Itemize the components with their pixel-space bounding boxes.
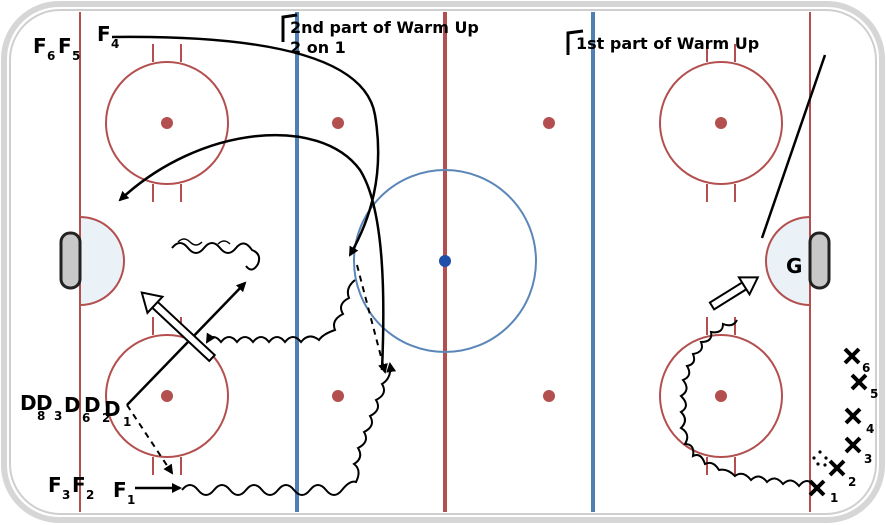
f6-label: F <box>33 34 47 58</box>
shot-arrow-left <box>140 291 217 363</box>
x-number: 1 <box>830 491 838 505</box>
neutral-dot <box>332 390 344 402</box>
f5-label: F <box>58 34 72 58</box>
f2-label: F <box>72 473 86 497</box>
f4-skate-path <box>111 35 380 257</box>
d-dashed-path <box>126 404 174 475</box>
f-dashed-path <box>356 264 388 374</box>
d1-sub: 1 <box>123 415 131 429</box>
x-number: 6 <box>862 361 870 375</box>
title-mid-line1: 2nd part of Warm Up <box>290 18 479 37</box>
title-right: 1st part of Warm Up <box>576 34 759 53</box>
d1-label: D <box>104 397 121 421</box>
center-circle <box>353 169 537 353</box>
shot-line-right <box>760 54 827 239</box>
d6-sub: 6 <box>82 411 90 425</box>
title-bracket-right <box>566 29 584 55</box>
f1-label: F <box>113 478 127 502</box>
breakout-arc <box>118 133 385 371</box>
title-mid-line2: 2 on 1 <box>290 38 346 57</box>
f6-sub: 6 <box>47 49 55 63</box>
x-number: 4 <box>866 422 874 436</box>
center-dot <box>439 255 451 267</box>
x-number: 3 <box>864 452 872 466</box>
puck-dots <box>812 450 828 467</box>
x-number: 2 <box>848 475 856 489</box>
wavy-path-d2 <box>177 238 231 246</box>
d9-label: D <box>20 391 37 415</box>
f5-sub: 5 <box>72 49 80 63</box>
neutral-dot <box>332 117 344 129</box>
f4-sub: 4 <box>111 37 119 51</box>
d2-label: D <box>84 393 101 417</box>
x-number: 5 <box>870 387 878 401</box>
goalie-label: G <box>786 254 802 278</box>
f1-sub: 1 <box>127 493 135 507</box>
wavy-path-f2 <box>205 279 356 344</box>
f2-sub: 2 <box>86 488 94 502</box>
faceoff-circle-left-bottom <box>105 317 229 475</box>
f4-label: F <box>97 22 111 46</box>
title-bracket-mid <box>281 13 298 42</box>
d3-label: D <box>36 391 53 415</box>
wavy-path-d <box>171 242 261 271</box>
crease-right <box>765 215 811 307</box>
x-mark <box>808 347 868 497</box>
f3-label: F <box>48 473 62 497</box>
faceoff-circle-left-top <box>105 44 229 202</box>
neutral-dot <box>543 117 555 129</box>
net-left <box>59 231 82 290</box>
faceoff-circle-right-bottom <box>659 317 783 475</box>
d6-label: D <box>64 393 81 417</box>
wavy-path-right <box>679 319 816 488</box>
f3-sub: 3 <box>62 488 70 502</box>
d-pass-line <box>126 281 247 406</box>
neutral-dot <box>543 390 555 402</box>
d3-sub: 3 <box>54 409 62 423</box>
crease-left <box>79 215 125 307</box>
shot-arrow-right <box>708 276 760 311</box>
d9-sub: 8 <box>37 409 45 423</box>
d2-sub: 2 <box>102 411 110 425</box>
wavy-path-f1 <box>181 362 397 496</box>
faceoff-circle-right-top <box>659 44 783 202</box>
net-right <box>808 231 831 290</box>
